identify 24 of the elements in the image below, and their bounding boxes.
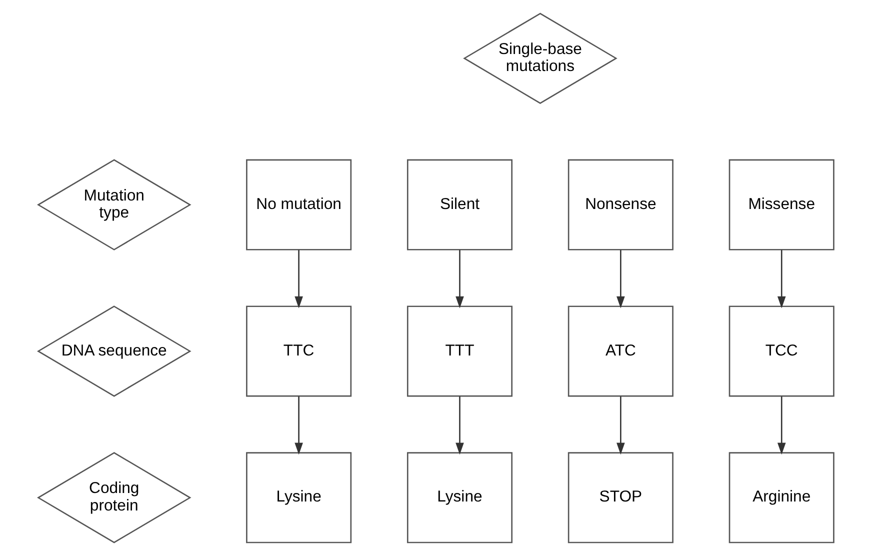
node-box: Arginine (728, 452, 834, 544)
arrow (616, 396, 625, 455)
node-box: TTT (406, 306, 512, 397)
node-box: Nonsense (568, 159, 674, 250)
arrow (294, 250, 303, 308)
arrow (616, 250, 625, 308)
arrow (294, 396, 303, 455)
arrow (456, 396, 464, 455)
arrow (456, 250, 464, 308)
node-box: TCC (728, 306, 834, 397)
node-box: Silent (406, 159, 512, 250)
node-box: No mutation (246, 159, 352, 250)
node-box: STOP (568, 452, 674, 544)
node-box: Lysine (406, 452, 512, 544)
node-box: Missense (728, 159, 834, 250)
node-diamond: DNA sequence (36, 306, 192, 397)
node-diamond: Coding protein (36, 452, 192, 544)
node-box: ATC (568, 306, 674, 397)
node-diamond: Single-base mutations (463, 12, 618, 104)
node-box: Lysine (246, 452, 352, 544)
arrow (777, 250, 786, 308)
node-diamond: Mutation type (36, 159, 192, 250)
node-box: TTC (246, 306, 352, 397)
arrow (777, 396, 786, 455)
